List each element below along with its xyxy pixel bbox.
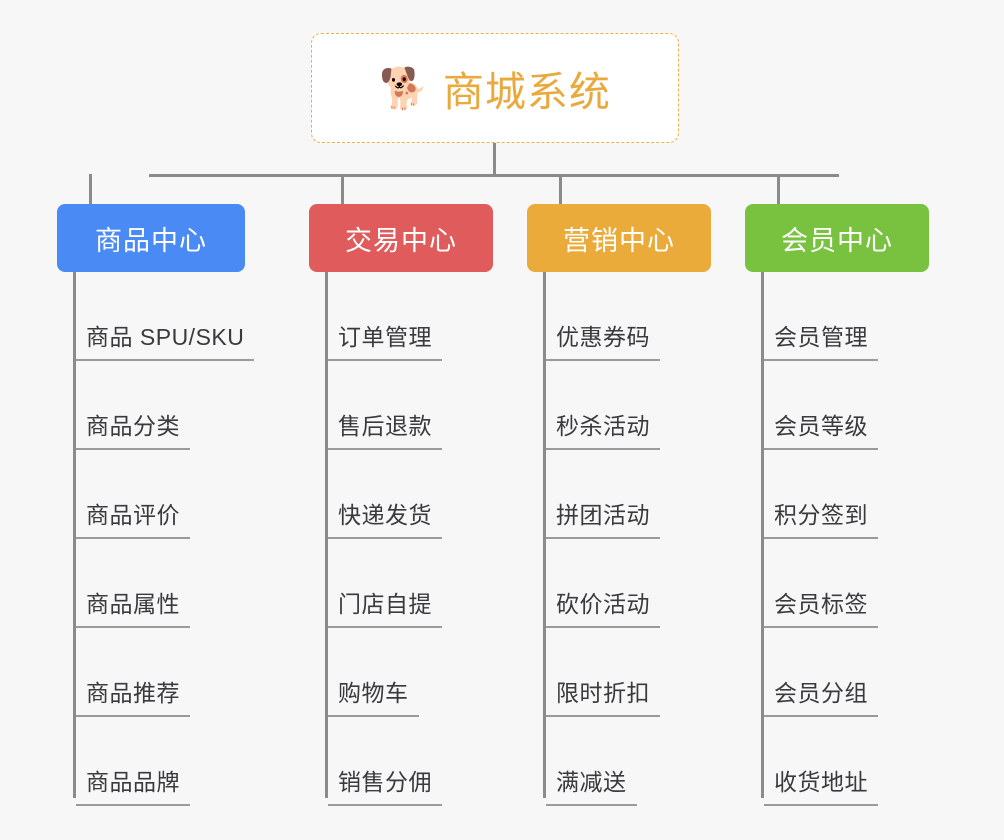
leaf-item[interactable]: 商品品牌 xyxy=(76,717,254,806)
leaf-item[interactable]: 会员分组 xyxy=(764,628,878,717)
column-product-center: 商品中心商品 SPU/SKU 商品分类商品评价商品属性商品推荐商品品牌 xyxy=(57,204,255,806)
leaf-item-label: 商品品牌 xyxy=(76,763,190,806)
leaf-item-label: 积分签到 xyxy=(764,496,878,539)
category-box-marketing-center[interactable]: 营销中心 xyxy=(527,204,711,272)
connector-root-vertical xyxy=(493,143,496,176)
column-member-center: 会员中心会员管理会员等级积分签到会员标签会员分组收货地址 xyxy=(745,204,929,806)
leaf-item-label: 会员管理 xyxy=(764,318,878,361)
leaf-item[interactable]: 砍价活动 xyxy=(546,539,660,628)
leaf-item[interactable]: 商品推荐 xyxy=(76,628,254,717)
leaf-item-label: 会员等级 xyxy=(764,407,878,450)
leaf-item-label: 会员分组 xyxy=(764,674,878,717)
category-box-member-center[interactable]: 会员中心 xyxy=(745,204,929,272)
leaf-item[interactable]: 门店自提 xyxy=(328,539,442,628)
trunk-line-marketing-center xyxy=(543,272,546,798)
leaf-list-product-center: 商品 SPU/SKU 商品分类商品评价商品属性商品推荐商品品牌 xyxy=(57,272,255,806)
leaf-list-trade-center: 订单管理售后退款快递发货门店自提购物车销售分佣 xyxy=(309,272,442,806)
leaf-item-label: 订单管理 xyxy=(328,318,442,361)
leaf-item-label: 商品分类 xyxy=(76,407,190,450)
trunk-line-product-center xyxy=(73,272,76,798)
leaf-item[interactable]: 限时折扣 xyxy=(546,628,660,717)
leaf-item[interactable]: 积分签到 xyxy=(764,450,878,539)
leaf-item[interactable]: 商品分类 xyxy=(76,361,254,450)
leaf-item[interactable]: 购物车 xyxy=(328,628,442,717)
trunk-line-member-center xyxy=(761,272,764,798)
connector-horizontal-bus xyxy=(149,174,839,177)
leaf-item-label: 会员标签 xyxy=(764,585,878,628)
leaf-item[interactable]: 销售分佣 xyxy=(328,717,442,806)
leaf-item[interactable]: 优惠券码 xyxy=(546,272,660,361)
connector-branch-product-center xyxy=(89,174,92,204)
category-box-trade-center[interactable]: 交易中心 xyxy=(309,204,493,272)
trunk-line-trade-center xyxy=(325,272,328,798)
leaf-item-label: 售后退款 xyxy=(328,407,442,450)
leaf-item[interactable]: 快递发货 xyxy=(328,450,442,539)
leaf-item[interactable]: 会员管理 xyxy=(764,272,878,361)
leaf-item-label: 收货地址 xyxy=(764,763,878,806)
connector-branch-member-center xyxy=(777,174,780,204)
leaf-item-label: 商品推荐 xyxy=(76,674,190,717)
column-marketing-center: 营销中心优惠券码秒杀活动拼团活动砍价活动限时折扣满减送 xyxy=(527,204,711,806)
leaf-item-label: 拼团活动 xyxy=(546,496,660,539)
leaf-item[interactable]: 商品 SPU/SKU xyxy=(76,272,255,361)
column-trade-center: 交易中心订单管理售后退款快递发货门店自提购物车销售分佣 xyxy=(309,204,493,806)
leaf-item[interactable]: 收货地址 xyxy=(764,717,878,806)
leaf-item-label: 快递发货 xyxy=(328,496,442,539)
leaf-item[interactable]: 秒杀活动 xyxy=(546,361,660,450)
leaf-item-label: 秒杀活动 xyxy=(546,407,660,450)
leaf-item[interactable]: 商品属性 xyxy=(76,539,254,628)
leaf-item-label: 砍价活动 xyxy=(546,585,660,628)
leaf-item[interactable]: 售后退款 xyxy=(328,361,442,450)
leaf-item-label: 限时折扣 xyxy=(546,674,660,717)
leaf-item-label: 商品 SPU/SKU xyxy=(76,318,255,361)
leaf-item-label: 销售分佣 xyxy=(328,763,442,806)
leaf-item[interactable]: 会员标签 xyxy=(764,539,878,628)
leaf-item[interactable]: 商品评价 xyxy=(76,450,254,539)
shiba-dog-face-icon: 🐕 xyxy=(379,67,429,111)
leaf-item[interactable]: 会员等级 xyxy=(764,361,878,450)
leaf-item-label: 商品属性 xyxy=(76,585,190,628)
leaf-item-label: 门店自提 xyxy=(328,585,442,628)
leaf-item-label: 购物车 xyxy=(328,674,419,717)
root-node-card[interactable]: 🐕 商城系统 xyxy=(311,33,679,143)
category-box-product-center[interactable]: 商品中心 xyxy=(57,204,245,272)
connector-branch-marketing-center xyxy=(559,174,562,204)
root-node-title: 商城系统 xyxy=(442,69,611,115)
leaf-item-label: 商品评价 xyxy=(76,496,190,539)
leaf-list-member-center: 会员管理会员等级积分签到会员标签会员分组收货地址 xyxy=(745,272,878,806)
leaf-item[interactable]: 拼团活动 xyxy=(546,450,660,539)
leaf-list-marketing-center: 优惠券码秒杀活动拼团活动砍价活动限时折扣满减送 xyxy=(527,272,660,806)
leaf-item-label: 满减送 xyxy=(546,763,637,806)
leaf-item[interactable]: 满减送 xyxy=(546,717,660,806)
connector-branch-trade-center xyxy=(341,174,344,204)
leaf-item[interactable]: 订单管理 xyxy=(328,272,442,361)
leaf-item-label: 优惠券码 xyxy=(546,318,660,361)
